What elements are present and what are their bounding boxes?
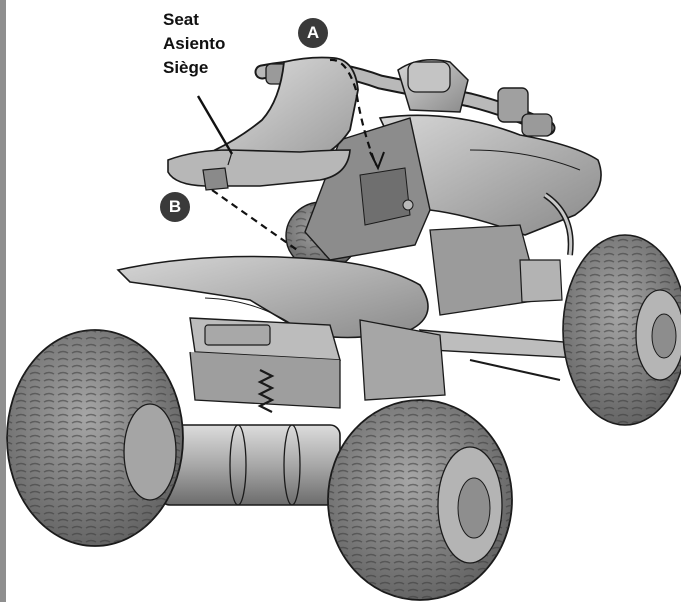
rear-fender	[116, 255, 429, 339]
seat-label-es: Asiento	[163, 34, 226, 53]
label-leader-line	[196, 95, 234, 155]
marker-a: A	[298, 18, 328, 48]
guide-line-b	[211, 189, 301, 253]
headlight-pod	[397, 59, 469, 113]
front-fender	[378, 114, 602, 236]
guide-line-a	[329, 58, 378, 166]
front-right-tire	[327, 399, 513, 601]
motor-cylinder	[159, 424, 341, 506]
marker-b: B	[160, 192, 190, 222]
seat-label-fr: Siège	[163, 58, 209, 77]
rear-right-tire	[562, 234, 681, 426]
seat-label-group: Seat Asiento Siège	[163, 8, 225, 80]
front-left-tire	[6, 329, 184, 547]
shock-spring	[257, 369, 275, 413]
page-edge-bar	[0, 0, 6, 602]
engine-suspension	[429, 192, 574, 316]
rear-bumper	[189, 317, 446, 409]
seat-part	[167, 56, 359, 191]
guide-arrow-a	[369, 151, 385, 171]
seat-label-en: Seat	[163, 10, 199, 29]
